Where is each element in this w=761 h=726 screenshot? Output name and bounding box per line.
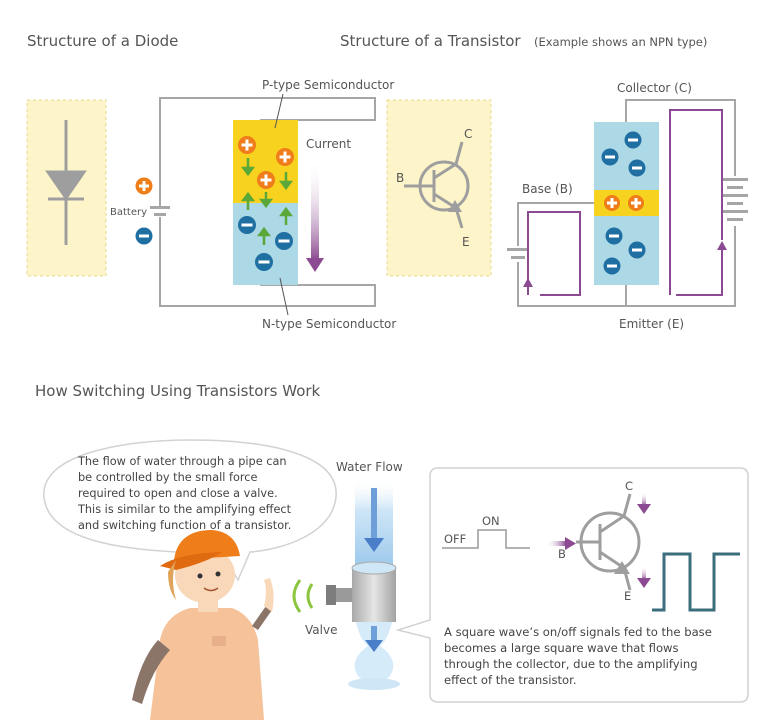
valve-stem	[336, 588, 352, 602]
output-square-wave	[652, 552, 740, 612]
engineer-character-illustration	[132, 530, 274, 720]
electron-minus-icon	[605, 227, 623, 245]
hole-plus-icon	[257, 171, 275, 189]
current-arrowhead	[306, 258, 324, 272]
note-line: through the collector, due to the amplif…	[444, 657, 698, 671]
current-label: Current	[306, 137, 351, 151]
emitter-n-region	[594, 216, 659, 285]
panel-e-label: E	[624, 589, 631, 603]
off-label: OFF	[444, 532, 466, 546]
bubble-line: This is similar to the amplifying effect	[77, 503, 292, 516]
speech-bubble	[43, 439, 337, 582]
panel-b-label: B	[558, 547, 566, 561]
collector-label: Collector (C)	[617, 81, 692, 95]
hole-plus-icon	[238, 136, 256, 154]
valve-label: Valve	[305, 623, 337, 637]
collector-battery-icon	[722, 178, 748, 221]
valve-pipe	[352, 568, 396, 622]
outflow-arrowhead	[365, 640, 383, 652]
base-input-arrow	[546, 541, 566, 546]
base-p-region	[594, 190, 659, 216]
outflow-arrow	[371, 626, 377, 640]
npn-transistor-icon	[404, 141, 470, 229]
transistor-subtitle: (Example shows an NPN type)	[534, 35, 707, 49]
battery-label: Battery	[110, 207, 147, 218]
base-current-arrowhead	[523, 278, 533, 287]
n-type-label: N-type Semiconductor	[262, 317, 396, 331]
electron-minus-icon	[628, 241, 646, 259]
hole-plus-icon	[628, 195, 644, 211]
valve-pipe-top	[351, 561, 397, 575]
collector-current-arrowhead	[637, 504, 651, 514]
base-current-loop	[527, 211, 581, 296]
collector-current-loop	[669, 109, 723, 296]
water-flow-arrow	[371, 488, 377, 540]
electron-minus-icon	[275, 232, 293, 250]
diode-circuit-wire	[159, 97, 376, 307]
bubble-line: and switching function of a transistor.	[78, 519, 291, 532]
note-line: A square wave’s on/off signals fed to th…	[444, 625, 712, 639]
note-line: effect of the transistor.	[444, 673, 577, 687]
carrier-motion-arrows	[241, 158, 293, 245]
emitter-current-arrow	[642, 566, 646, 580]
panel-transistor-icon	[576, 493, 641, 591]
symbol-b-label: B	[396, 171, 404, 185]
water-outflow	[354, 622, 394, 684]
collector-current-arrowhead	[717, 241, 727, 250]
collector-current-arrow	[642, 492, 646, 506]
electron-minus-icon	[601, 148, 619, 166]
n-type-pointer	[279, 277, 289, 316]
symbol-e-label: E	[462, 235, 470, 249]
bubble-line: The flow of water through a pipe can	[77, 455, 287, 468]
electron-minus-icon	[624, 131, 642, 149]
bubble-line: required to open and close a valve.	[78, 487, 278, 500]
water-flow-arrowhead	[364, 538, 384, 552]
water-splash	[348, 678, 400, 690]
battery-icon	[150, 206, 170, 216]
battery-minus-icon	[135, 227, 153, 245]
symbol-c-label: C	[464, 127, 472, 141]
note-line: becomes a large square wave that flows	[444, 641, 679, 655]
p-type-label: P-type Semiconductor	[262, 78, 394, 92]
p-type-pointer	[274, 93, 284, 129]
electron-minus-icon	[238, 216, 256, 234]
switching-title: How Switching Using Transistors Work	[35, 382, 321, 400]
base-label: Base (B)	[522, 182, 573, 196]
input-square-wave	[442, 529, 530, 549]
diode-section: Structure of a Diode Battery	[26, 32, 396, 331]
electron-minus-icon	[628, 159, 646, 177]
water-flow-label: Water Flow	[336, 460, 403, 474]
transistor-section: Structure of a Transistor (Example shows…	[340, 32, 748, 331]
explanation-panel	[395, 467, 749, 703]
current-arrow	[311, 160, 319, 260]
diode-symbol-icon	[45, 120, 87, 245]
transistor-title: Structure of a Transistor	[340, 32, 521, 50]
electron-minus-icon	[255, 253, 273, 271]
hole-plus-icon	[604, 195, 620, 211]
electron-minus-icon	[603, 257, 621, 275]
on-label: ON	[482, 514, 500, 528]
transistor-circuit-wire	[517, 99, 736, 307]
base-input-arrowhead	[565, 537, 576, 550]
bubble-line: be controlled by the small force	[78, 471, 257, 484]
base-battery-icon	[507, 248, 529, 259]
panel-c-label: C	[625, 479, 633, 493]
valve-handle	[326, 585, 336, 605]
battery-plus-icon	[135, 177, 153, 195]
emitter-current-arrowhead	[637, 578, 651, 588]
transistor-symbol-box	[386, 99, 492, 277]
diode-title: Structure of a Diode	[27, 32, 178, 50]
emitter-label: Emitter (E)	[619, 317, 684, 331]
switching-section: How Switching Using Transistors Work The…	[35, 382, 749, 720]
hole-plus-icon	[276, 148, 294, 166]
valve-rotation-icon	[292, 579, 314, 613]
